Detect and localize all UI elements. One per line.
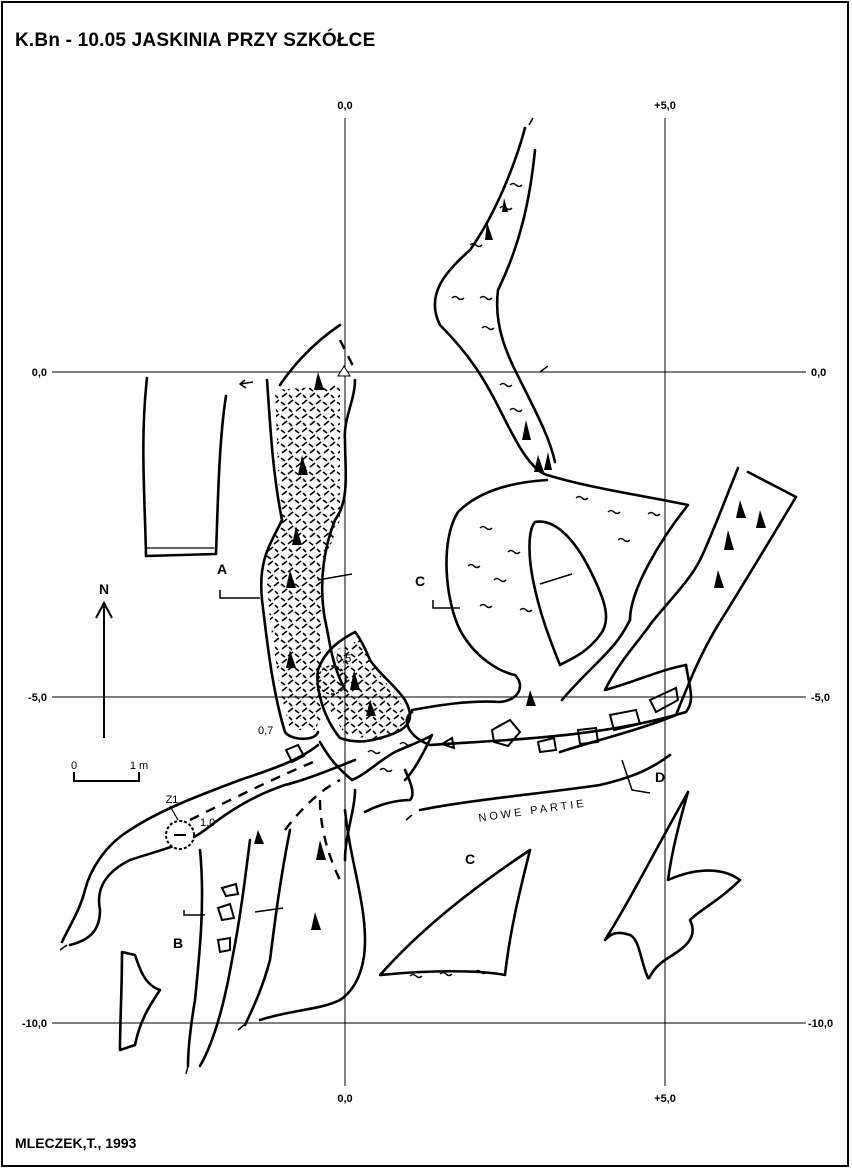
sw-passage-b-east	[198, 838, 252, 1068]
sw-small-chamber	[118, 950, 162, 1052]
dashed-passage-lines	[189, 339, 358, 881]
sw-passage-wall-north	[60, 743, 320, 944]
section-markers	[183, 573, 651, 916]
ne-branch-outer	[558, 470, 798, 754]
map-title: K.Bn - 10.05 JASKINIA PRZY SZKÓŁCE	[15, 30, 376, 51]
depth-label-0-7: 0,7	[258, 725, 273, 737]
rubble-marks	[254, 198, 766, 930]
depth-label-1-0: 1,0	[200, 817, 215, 829]
cave-walls	[60, 126, 798, 1068]
west-chamber-wall	[142, 376, 228, 558]
hatched-passage-west	[259, 378, 320, 741]
grid-label-right-y10: -10,0	[808, 1018, 833, 1030]
hatched-areas	[265, 385, 410, 740]
author-credit: MLECZEK,T., 1993	[15, 1135, 137, 1151]
entrance-label: Z1	[166, 794, 179, 806]
grid-label-bottom-x5: +5,0	[654, 1093, 676, 1105]
section-label-b: B	[173, 935, 183, 951]
grid-label-right-y5: -5,0	[811, 692, 830, 704]
section-label-c-north: C	[415, 573, 425, 589]
scale-end-label: 1 m	[130, 760, 148, 772]
grid-label-left-y5: -5,0	[28, 692, 47, 704]
floor-sediment-marks	[367, 182, 661, 979]
survey-station-marker	[337, 365, 351, 377]
grid-label-top-x0: 0,0	[337, 100, 352, 112]
scale-start-label: 0	[71, 760, 77, 772]
ne-passage-wall	[433, 126, 690, 622]
grid-label-left-y0: 0,0	[32, 367, 47, 379]
scale-bar	[73, 772, 140, 782]
ne-passage-inner-wall	[495, 148, 557, 464]
sw-passage-c-west	[243, 828, 292, 1027]
lower-passage-wall-north	[405, 663, 693, 747]
entrance-z1	[165, 805, 195, 850]
north-label: N	[99, 581, 109, 597]
coordinate-grid	[52, 118, 806, 1086]
sinkhole-circle	[317, 665, 347, 695]
central-pillar	[528, 520, 608, 667]
grid-label-right-y0: 0,0	[811, 367, 826, 379]
grid-label-bottom-x0: 0,0	[337, 1093, 352, 1105]
ne-branch-wall	[603, 466, 740, 692]
section-label-c-south: C	[465, 851, 475, 867]
depth-label-0-5: 0,5	[336, 653, 351, 665]
boulders	[216, 686, 680, 954]
continuation-arrows	[59, 117, 549, 1075]
grid-label-top-x5: +5,0	[654, 100, 676, 112]
north-arrow	[95, 600, 113, 738]
lower-passage-wall-south	[418, 753, 672, 812]
section-label-a: A	[217, 561, 227, 577]
sw-passage-c-east	[258, 808, 367, 1022]
main-chamber-wall-west	[410, 478, 549, 712]
sw-passage-wall-mid	[68, 758, 357, 947]
grid-label-left-y10: -10,0	[22, 1018, 47, 1030]
sw-passage-b-west	[186, 848, 204, 1068]
section-label-d: D	[655, 769, 665, 785]
se-passage	[603, 790, 742, 980]
passage-label-nowe-partie: NOWE PARTIE	[478, 798, 588, 825]
stream-channel	[318, 733, 434, 782]
south-triangle-chamber	[378, 848, 532, 977]
